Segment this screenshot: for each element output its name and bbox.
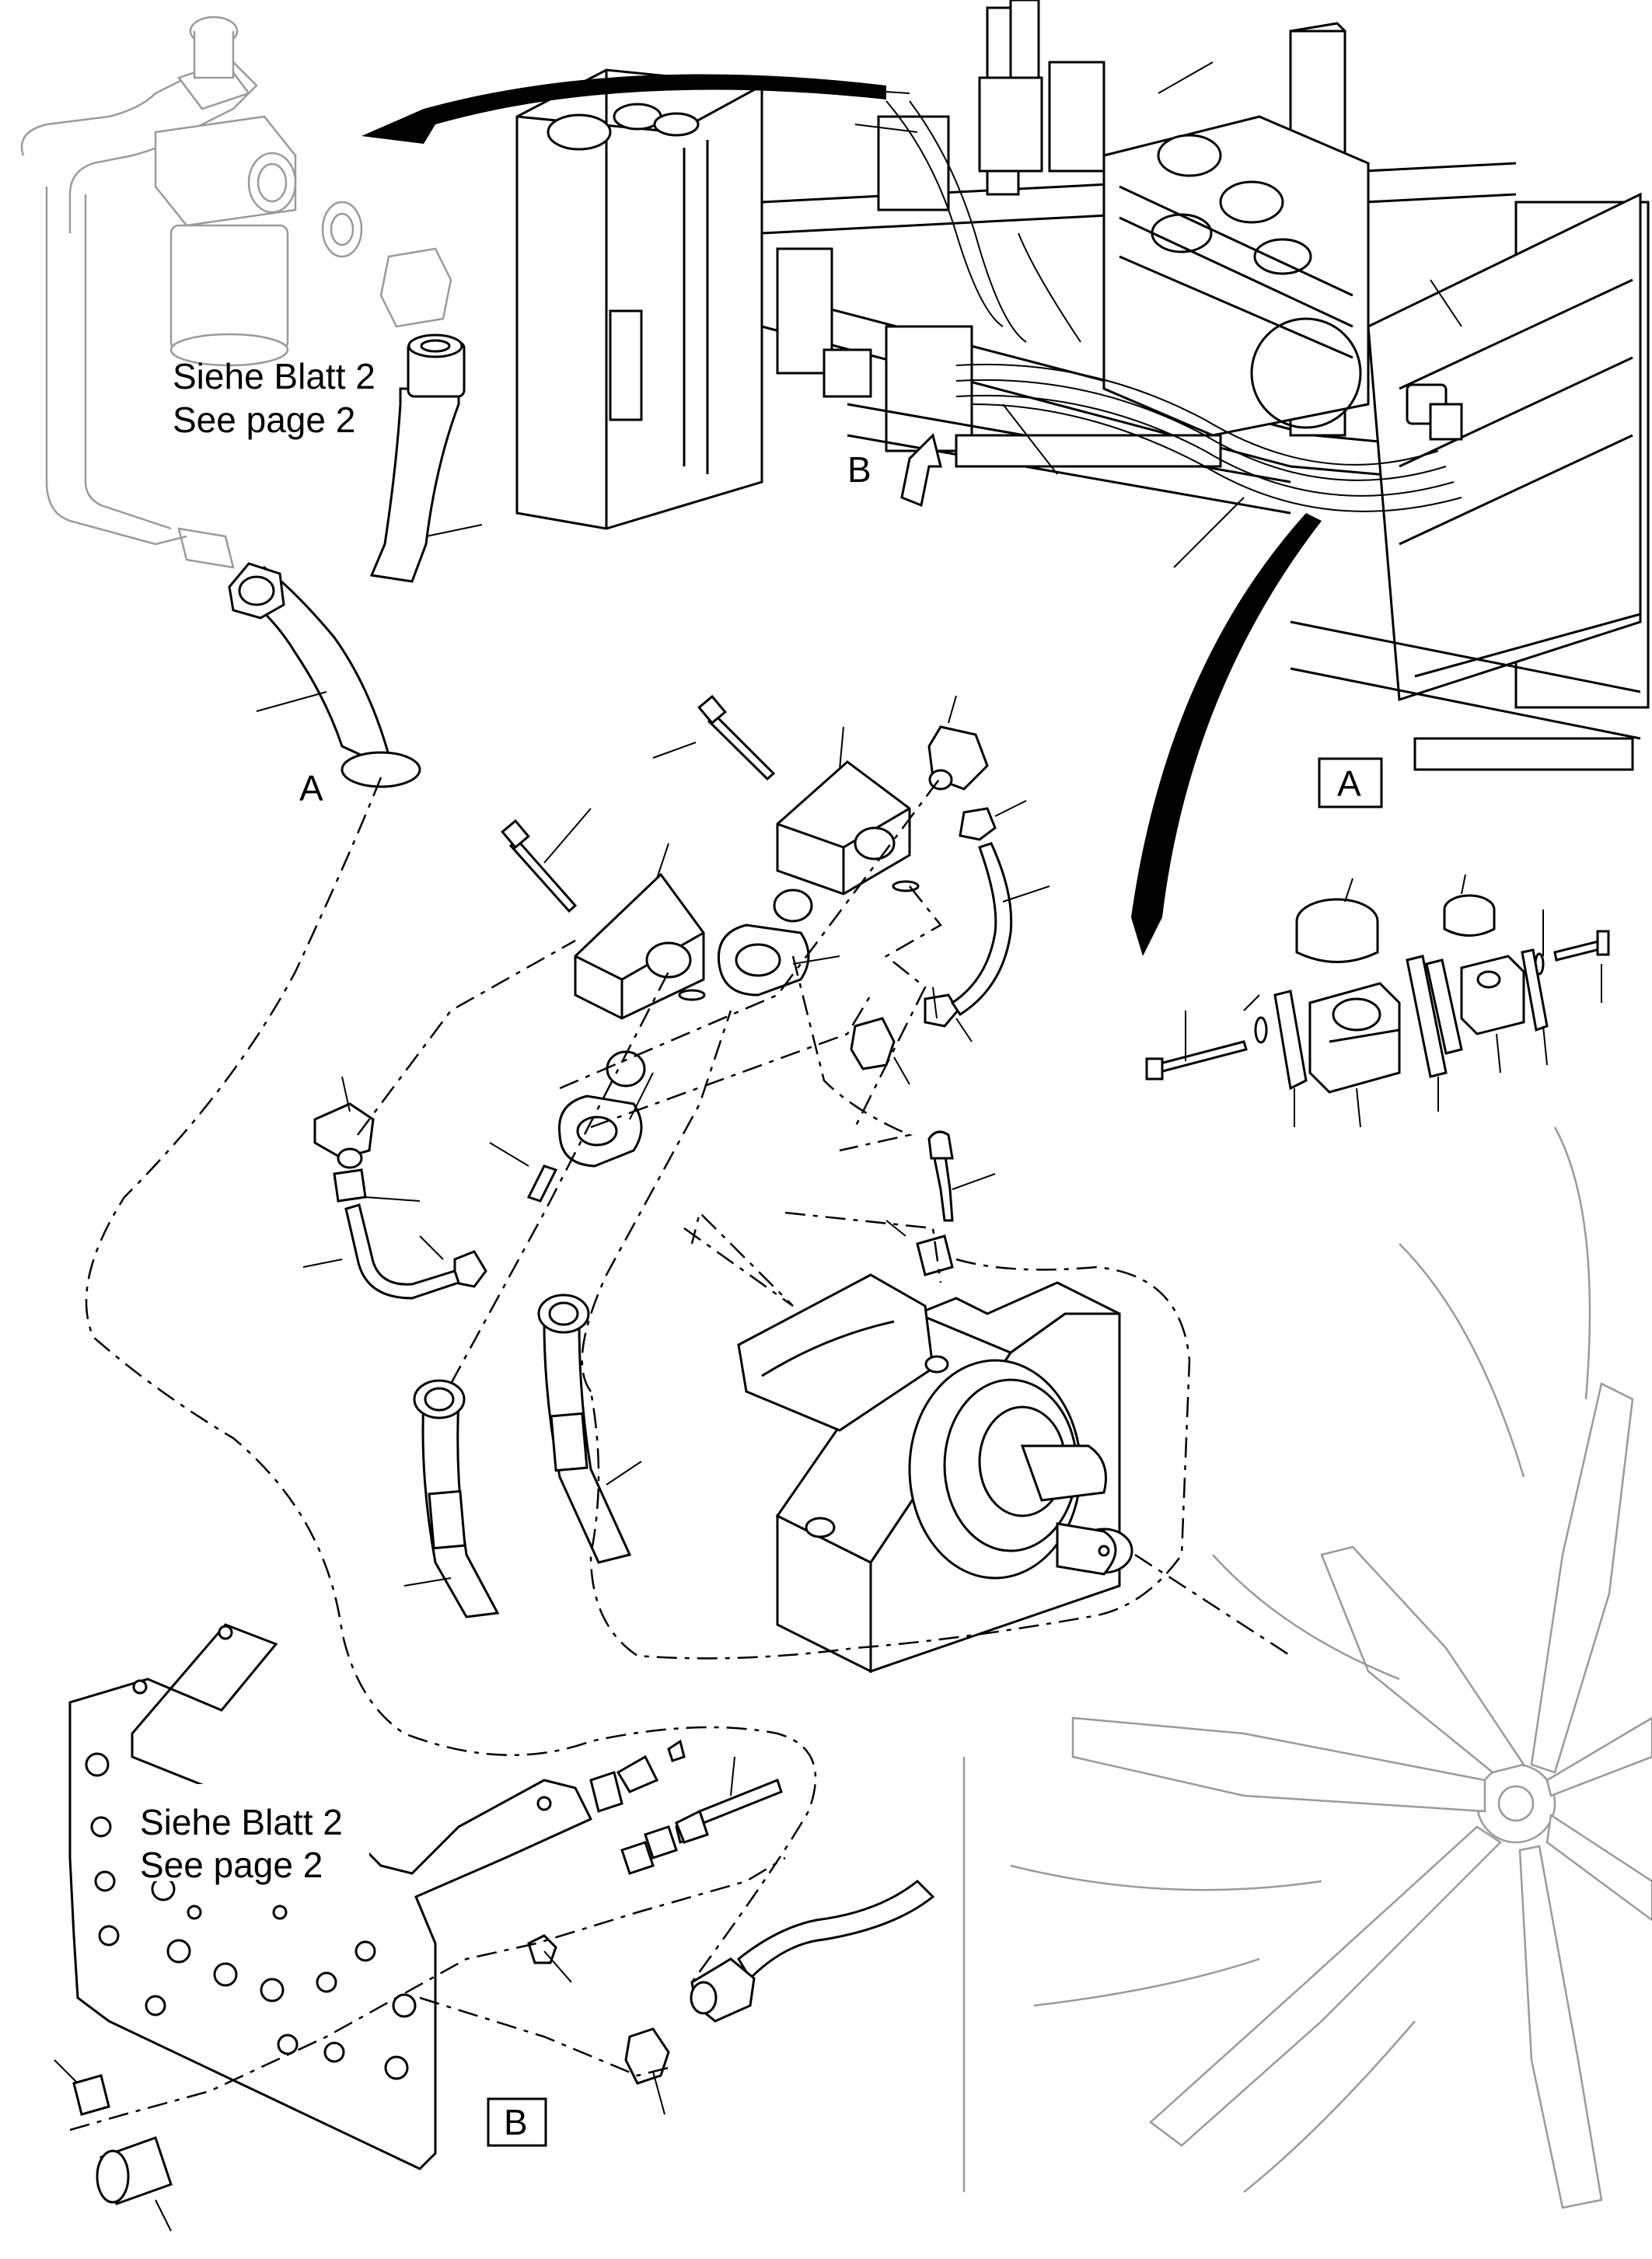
reference-note-top: Siehe Blatt 2 See page 2 xyxy=(173,356,375,440)
label-detail-b: B xyxy=(504,2102,528,2142)
hydraulic-motor xyxy=(737,1130,1133,1674)
label-detail-a: A xyxy=(1337,763,1361,804)
connection-lines xyxy=(69,777,1291,2132)
ref-bottom-english: See page 2 xyxy=(140,1845,323,1885)
detail-a-parts xyxy=(1145,874,1610,1128)
ref-bottom-german: Siehe Blatt 2 xyxy=(140,1802,343,1842)
view-b-indicator: B xyxy=(847,433,942,508)
filter-assembly-ghost xyxy=(20,16,452,569)
arrow-leader-top xyxy=(885,91,910,94)
arrow-to-filter xyxy=(361,74,886,144)
detail-a-box: A xyxy=(1318,757,1383,808)
cooling-fan-ghost xyxy=(962,1126,1652,2209)
arrow-to-detail-a xyxy=(1131,513,1322,956)
ref-top-english: See page 2 xyxy=(173,400,355,440)
center-exploded-parts xyxy=(302,694,1050,1300)
detail-b-box: B xyxy=(487,2097,547,2147)
lower-hoses xyxy=(403,1294,642,1618)
bracket-b-fittings xyxy=(589,1739,935,2023)
mounting-bracket-b xyxy=(54,1623,670,2232)
reference-note-bottom: Siehe Blatt 2 See page 2 xyxy=(136,1784,369,1885)
hose-a: A xyxy=(228,562,421,808)
hose-top xyxy=(369,333,483,583)
label-view-b: B xyxy=(847,449,871,490)
ref-top-german: Siehe Blatt 2 xyxy=(173,356,375,396)
machine-overview xyxy=(515,0,1650,771)
label-view-a: A xyxy=(299,768,323,808)
